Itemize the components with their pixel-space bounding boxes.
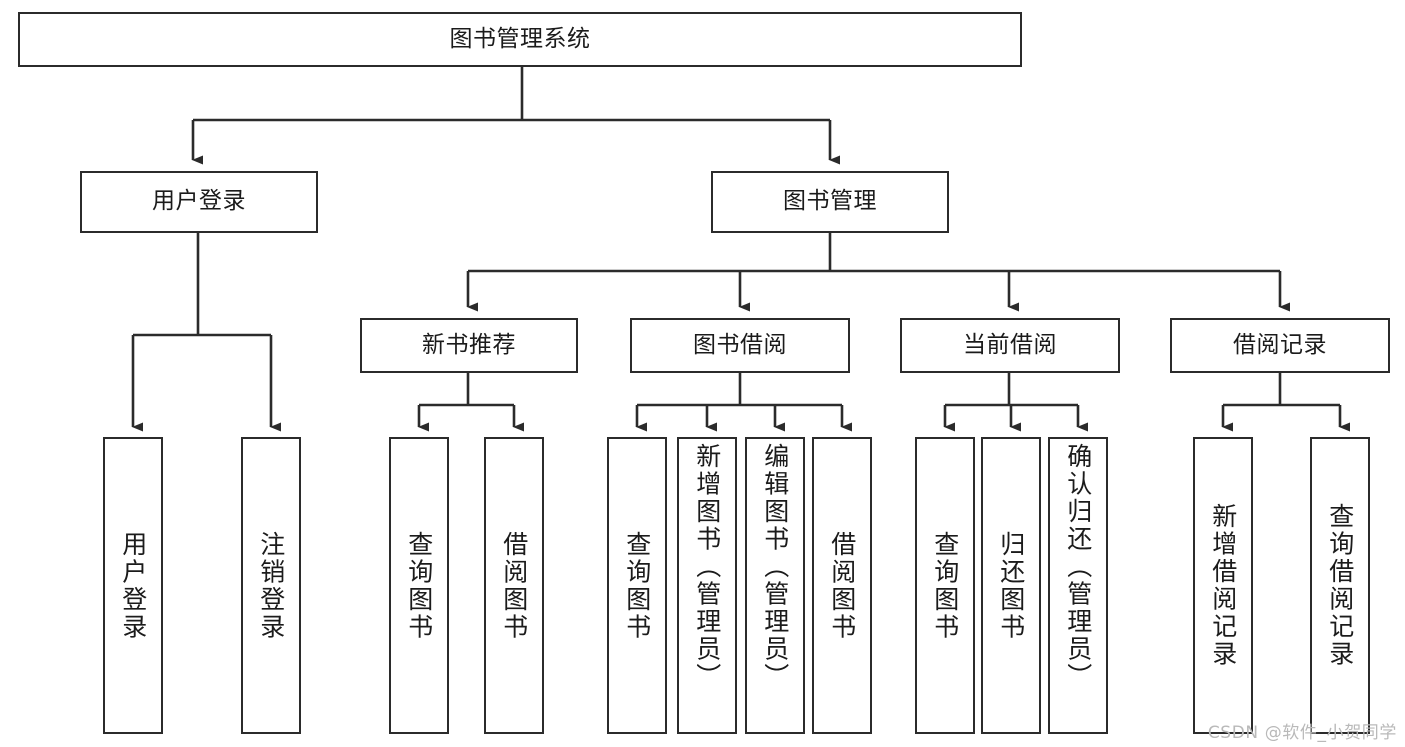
node-label: 查询借阅记录 xyxy=(1325,503,1355,668)
node-label: 查询图书 xyxy=(622,530,652,641)
leaf-user-login-login[interactable]: 用户登录 xyxy=(103,437,163,734)
node-label: 注销登录 xyxy=(256,530,286,641)
node-label: 图书管理 xyxy=(783,188,877,215)
node-label: 新增借阅记录 xyxy=(1208,503,1238,668)
node-label: 用户登录 xyxy=(118,530,148,641)
node-new-book-recommend[interactable]: 新书推荐 xyxy=(360,318,578,373)
leaf-new-book-query[interactable]: 查询图书 xyxy=(389,437,449,734)
leaf-record-query-record[interactable]: 查询借阅记录 xyxy=(1310,437,1370,734)
node-label: 借阅图书 xyxy=(827,530,857,641)
leaf-borrow-query-book[interactable]: 查询图书 xyxy=(607,437,667,734)
node-root-system[interactable]: 图书管理系统 xyxy=(18,12,1022,67)
node-label: 确认归还（管理员） xyxy=(1063,443,1093,691)
node-borrow-record[interactable]: 借阅记录 xyxy=(1170,318,1390,373)
node-label: 当前借阅 xyxy=(963,331,1057,358)
node-label: 新书推荐 xyxy=(422,331,516,358)
leaf-borrow-edit-book[interactable]: 编辑图书（管理员） xyxy=(745,437,805,734)
node-book-management[interactable]: 图书管理 xyxy=(711,171,949,233)
node-label: 归还图书 xyxy=(996,530,1026,641)
node-label: 编辑图书（管理员） xyxy=(760,443,790,691)
node-user-login[interactable]: 用户登录 xyxy=(80,171,318,233)
leaf-new-book-borrow[interactable]: 借阅图书 xyxy=(484,437,544,734)
leaf-current-return-book[interactable]: 归还图书 xyxy=(981,437,1041,734)
leaf-record-add-record[interactable]: 新增借阅记录 xyxy=(1193,437,1253,734)
leaf-borrow-add-book[interactable]: 新增图书（管理员） xyxy=(677,437,737,734)
node-label: 借阅图书 xyxy=(499,530,529,641)
node-label: 图书借阅 xyxy=(693,331,787,358)
node-book-borrow[interactable]: 图书借阅 xyxy=(630,318,850,373)
node-current-borrow[interactable]: 当前借阅 xyxy=(900,318,1120,373)
node-label: 借阅记录 xyxy=(1233,331,1327,358)
leaf-current-query-book[interactable]: 查询图书 xyxy=(915,437,975,734)
node-label: 用户登录 xyxy=(152,188,246,215)
leaf-current-confirm-return[interactable]: 确认归还（管理员） xyxy=(1048,437,1108,734)
leaf-user-login-logout[interactable]: 注销登录 xyxy=(241,437,301,734)
node-label: 查询图书 xyxy=(404,530,434,641)
node-label: 新增图书（管理员） xyxy=(692,443,722,691)
node-label: 图书管理系统 xyxy=(449,25,591,52)
leaf-borrow-borrow-book[interactable]: 借阅图书 xyxy=(812,437,872,734)
node-label: 查询图书 xyxy=(930,530,960,641)
